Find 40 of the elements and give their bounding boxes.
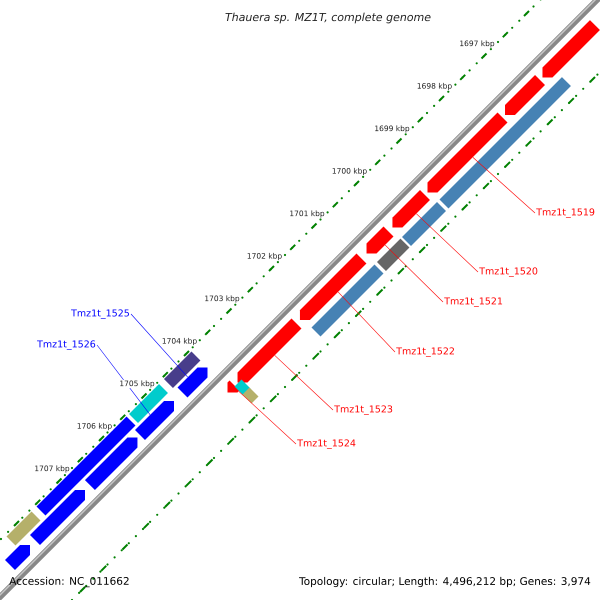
gene-label: Tmz1t_1520 [479, 267, 538, 277]
leader-line [96, 344, 150, 415]
gene-feature [5, 545, 30, 570]
gene-feature [242, 388, 258, 404]
gene-label: Tmz1t_1526 [37, 340, 96, 350]
gene-feature [428, 112, 508, 192]
leader-line [130, 314, 188, 378]
gene-feature [366, 226, 394, 254]
gene-feature [402, 202, 446, 246]
gene-feature [238, 318, 302, 382]
gene-label: Tmz1t_1521 [444, 297, 502, 307]
gene-feature [36, 416, 136, 516]
gene-feature [300, 254, 366, 320]
gene-label: Tmz1t_1525 [71, 309, 129, 319]
gene-feature [376, 238, 410, 272]
accession-text: Accession: NC_011662 [9, 576, 129, 588]
gene-label: Tmz1t_1522 [396, 347, 454, 357]
gene-feature [135, 401, 174, 440]
leader-line [384, 244, 444, 302]
leader-line [274, 355, 334, 410]
leader-line [238, 391, 296, 444]
genome-info-text: Topology: circular; Length: 4,496,212 bp; Genes: 3,974 [299, 576, 590, 588]
gene-label: Tmz1t_1523 [334, 405, 392, 415]
gene-feature [392, 190, 430, 228]
leader-line [338, 292, 396, 352]
gene-label: Tmz1t_1519 [536, 208, 594, 218]
gene-feature [164, 352, 200, 388]
leader-line [472, 157, 536, 214]
gene-label: Tmz1t_1524 [297, 439, 356, 449]
gene-feature [505, 75, 545, 115]
leader-line [416, 213, 478, 272]
gene-feature [178, 368, 208, 398]
gene-feature [30, 490, 85, 545]
gene-feature [439, 77, 571, 209]
gene-feature [6, 512, 40, 546]
gene-feature [542, 20, 600, 78]
gene-feature [312, 264, 384, 336]
gene-feature [228, 380, 240, 392]
title: Thauera sp. MZ1T, complete genome [225, 12, 431, 24]
gene-feature [84, 438, 138, 490]
